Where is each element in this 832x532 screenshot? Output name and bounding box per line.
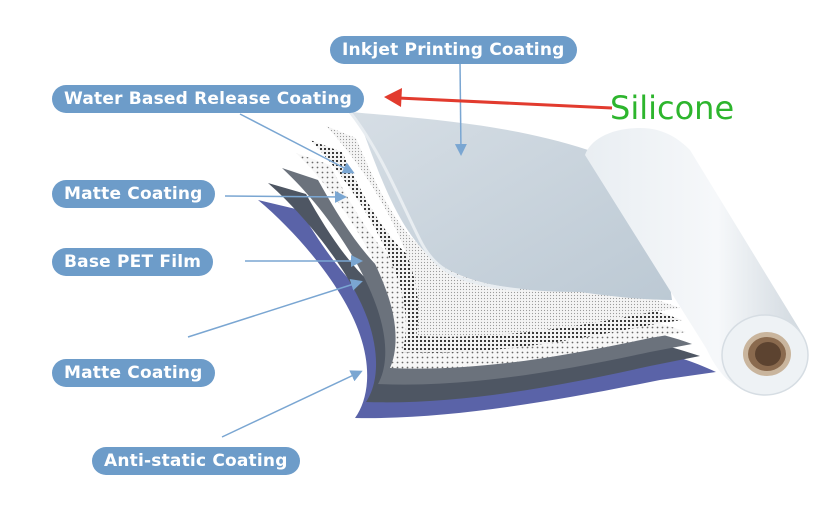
top-sheet-edge (348, 111, 521, 292)
leader-anti-static (221, 370, 363, 438)
leader-inkjet (454, 61, 467, 156)
silicone-arrowhead (384, 88, 402, 107)
silicone-arrow-line (397, 96, 613, 110)
label-water-based-release-coating: Water Based Release Coating (52, 85, 365, 113)
leader-matte-bottom (187, 279, 363, 338)
label-inkjet-printing-coating: Inkjet Printing Coating (330, 36, 577, 64)
leader-water-based (239, 113, 355, 174)
label-matte-coating-bottom: Matte Coating (52, 359, 215, 387)
roll-core-hole (755, 342, 781, 366)
leader-matte-top (224, 190, 347, 203)
label-base-pet-film: Base PET Film (52, 248, 214, 276)
label-matte-coating-top: Matte Coating (52, 180, 215, 208)
silicone-annotation: Silicone (610, 89, 735, 127)
water-based-layer (326, 126, 680, 337)
label-anti-static-coating: Anti-static Coating (92, 447, 300, 475)
